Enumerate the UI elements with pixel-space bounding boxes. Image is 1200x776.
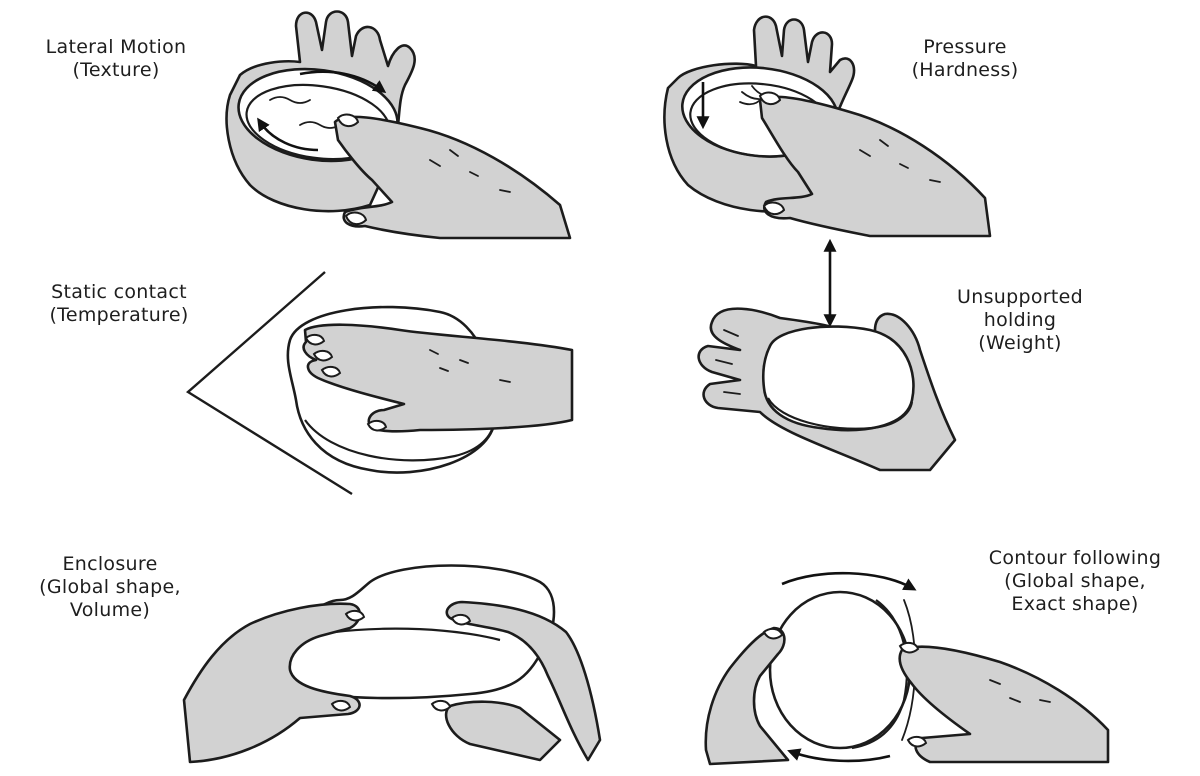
label-static-contact-name: Static contact [14,281,224,304]
label-unsupported-holding: Unsupported holding (Weight) [915,286,1125,355]
enclosure-illustration [184,566,600,763]
label-contour-following-property-line2: Exact shape) [950,593,1200,616]
contour-right-fingernail [900,643,918,653]
static-contact-illustration [188,272,572,494]
static-nail-1 [306,335,324,345]
label-pressure-property: (Hardness) [890,59,1040,82]
contour-right-hand [900,647,1108,762]
label-enclosure: Enclosure (Global shape, Volume) [10,553,210,622]
contour-object [770,592,910,748]
label-enclosure-property: (Global shape, [10,576,210,599]
enclosure-right-thumb [446,702,560,760]
label-lateral-motion-property: (Texture) [6,59,226,82]
enclosure-right-thumbnail [432,701,450,711]
static-nail-2 [314,351,332,361]
lateral-motion-illustration [227,12,570,239]
pressure-pressing-hand [760,97,990,236]
enclosure-left-thumbnail [332,701,350,711]
contour-left-thumbnail [764,629,782,639]
label-pressure: Pressure (Hardness) [890,36,1040,82]
label-contour-following-property: (Global shape, [950,570,1200,593]
enclosure-left-fingernail [346,611,364,621]
label-enclosure-name: Enclosure [10,553,210,576]
enclosure-right-fingernail [452,615,470,625]
label-pressure-name: Pressure [890,36,1040,59]
contour-right-thumbnail [908,737,926,747]
label-unsupported-holding-property: (Weight) [915,332,1125,355]
label-contour-following: Contour following (Global shape, Exact s… [950,547,1200,616]
label-unsupported-holding-name: Unsupported [915,286,1125,309]
contour-arrow-top [782,573,912,588]
unsupported-holding-illustration [699,244,955,470]
lateral-rubbing-hand [335,117,570,238]
static-nail-3 [322,367,340,377]
label-static-contact-property: (Temperature) [14,304,224,327]
contour-arrow-bottom [792,752,890,761]
label-static-contact: Static contact (Temperature) [14,281,224,327]
label-unsupported-holding-name-line2: holding [915,309,1125,332]
label-contour-following-name: Contour following [950,547,1200,570]
static-thumbnail [368,421,386,431]
label-enclosure-property-line2: Volume) [10,599,210,622]
label-lateral-motion: Lateral Motion (Texture) [6,36,226,82]
label-lateral-motion-name: Lateral Motion [6,36,226,59]
